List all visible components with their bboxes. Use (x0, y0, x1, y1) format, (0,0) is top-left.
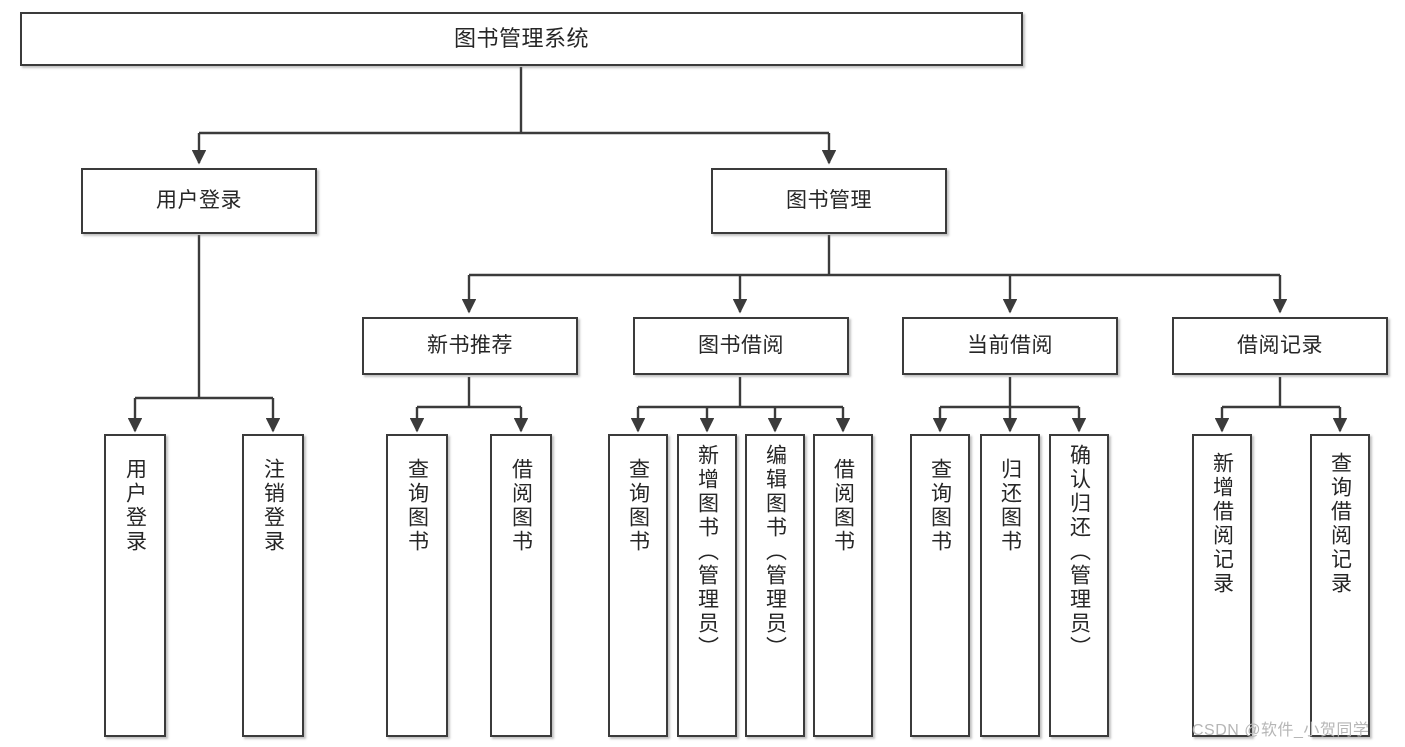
node-label: 图书借阅 (698, 333, 784, 357)
node-label: 用户登录 (156, 188, 242, 212)
node-leaf-user-login[interactable]: 用户登录 (104, 434, 166, 737)
node-leaf-add-borrow-record[interactable]: 新增借阅记录 (1192, 434, 1252, 737)
node-leaf-query-book-borrow[interactable]: 查询图书 (608, 434, 668, 737)
node-leaf-add-book-admin[interactable]: 新增图书（管理员） (677, 434, 737, 737)
node-root-book-management-system[interactable]: 图书管理系统 (20, 12, 1023, 66)
node-leaf-query-book-newbook[interactable]: 查询图书 (386, 434, 448, 737)
node-label: 新增借阅记录 (1210, 452, 1234, 596)
node-leaf-query-borrow-record[interactable]: 查询借阅记录 (1310, 434, 1370, 737)
node-label: 查询图书 (626, 458, 650, 554)
node-label: 新增图书（管理员） (695, 444, 719, 660)
node-leaf-confirm-return-admin[interactable]: 确认归还（管理员） (1049, 434, 1109, 737)
node-label: 查询图书 (928, 458, 952, 554)
node-label: 编辑图书（管理员） (763, 444, 787, 660)
node-label: 用户登录 (123, 458, 147, 554)
node-label: 确认归还（管理员） (1067, 444, 1091, 660)
node-label: 新书推荐 (427, 333, 513, 357)
node-label: 查询借阅记录 (1328, 452, 1352, 596)
node-label: 注销登录 (261, 458, 285, 554)
node-leaf-query-book-current[interactable]: 查询图书 (910, 434, 970, 737)
node-label: 借阅记录 (1237, 333, 1323, 357)
node-current-borrowing[interactable]: 当前借阅 (902, 317, 1118, 375)
node-label: 查询图书 (405, 458, 429, 554)
node-leaf-borrow-book[interactable]: 借阅图书 (813, 434, 873, 737)
node-book-borrowing[interactable]: 图书借阅 (633, 317, 849, 375)
node-book-management[interactable]: 图书管理 (711, 168, 947, 234)
node-label: 借阅图书 (831, 458, 855, 554)
watermark: CSDN @软件_小贺同学 (1192, 722, 1370, 739)
node-label: 图书管理 (786, 188, 872, 212)
node-borrowing-records[interactable]: 借阅记录 (1172, 317, 1388, 375)
node-label: 当前借阅 (967, 333, 1053, 357)
node-label: 图书管理系统 (453, 26, 589, 52)
node-label: 归还图书 (998, 458, 1022, 554)
node-leaf-logout[interactable]: 注销登录 (242, 434, 304, 737)
node-user-login[interactable]: 用户登录 (81, 168, 317, 234)
node-leaf-edit-book-admin[interactable]: 编辑图书（管理员） (745, 434, 805, 737)
node-label: 借阅图书 (509, 458, 533, 554)
node-new-book-recommendation[interactable]: 新书推荐 (362, 317, 578, 375)
node-leaf-return-book[interactable]: 归还图书 (980, 434, 1040, 737)
node-leaf-borrow-book-newbook[interactable]: 借阅图书 (490, 434, 552, 737)
